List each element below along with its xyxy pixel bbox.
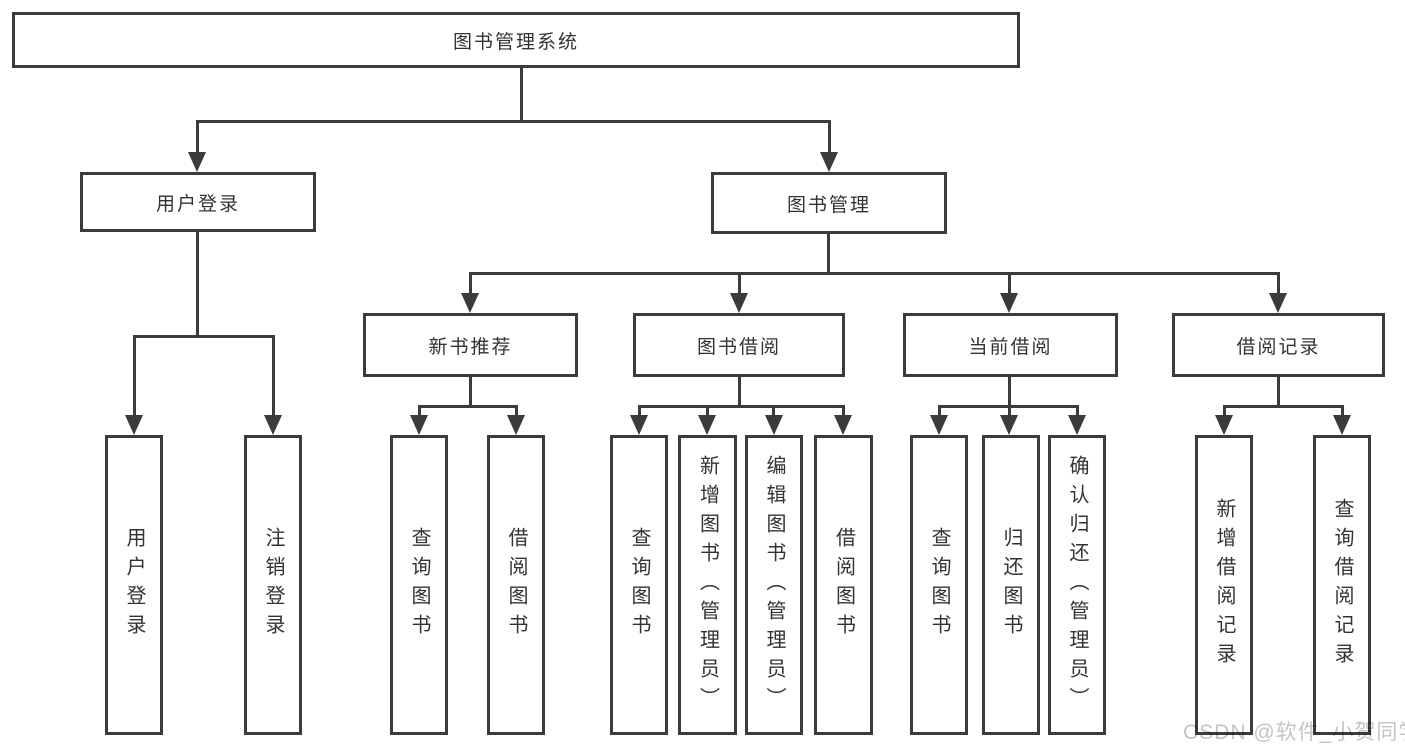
connector-drop-leaf bbox=[842, 405, 845, 420]
leaf-add-books-admin: 新增图书（管理员） bbox=[678, 435, 737, 735]
connector-drop-leaf bbox=[418, 405, 421, 420]
node-label: 用户登录 bbox=[155, 193, 240, 215]
arrow-down-icon bbox=[730, 293, 748, 313]
node-new-book-recommend: 新书推荐 bbox=[363, 313, 578, 377]
node-label: 编辑图书（管理员） bbox=[763, 454, 785, 716]
leaf-query-borrow-record: 查询借阅记录 bbox=[1313, 435, 1371, 735]
arrow-down-icon bbox=[630, 415, 648, 435]
connector-root-branch bbox=[196, 120, 830, 123]
node-label: 归还图书 bbox=[1000, 527, 1022, 643]
node-label: 当前借阅 bbox=[968, 336, 1053, 358]
connector-current-borrowing-stem bbox=[1008, 377, 1011, 405]
node-label: 新增图书（管理员） bbox=[696, 454, 719, 716]
node-borrowing-records: 借阅记录 bbox=[1172, 313, 1385, 377]
node-label: 确认归还（管理员） bbox=[1066, 454, 1088, 716]
leaf-add-borrow-record: 新增借阅记录 bbox=[1195, 435, 1253, 735]
connector-drop-leaf bbox=[1076, 405, 1079, 420]
connector-book-borrowing-branch bbox=[638, 405, 845, 408]
connector-drop-book-management bbox=[828, 120, 831, 156]
connector-book-management-stem bbox=[827, 234, 830, 272]
arrow-down-icon bbox=[410, 415, 428, 435]
node-label: 借阅图书 bbox=[505, 527, 527, 643]
node-book-management: 图书管理 bbox=[711, 172, 947, 234]
node-label: 借阅图书 bbox=[832, 527, 855, 643]
node-book-borrowing: 图书借阅 bbox=[633, 313, 845, 377]
connector-book-management-branch bbox=[469, 272, 1280, 275]
connector-drop-leaf bbox=[1008, 405, 1011, 420]
connector-drop-leaf bbox=[1223, 405, 1226, 420]
connector-drop-leaf bbox=[1341, 405, 1344, 420]
node-root-library-system: 图书管理系统 bbox=[12, 12, 1020, 68]
connector-drop-leaf bbox=[133, 335, 136, 418]
node-label: 图书管理系统 bbox=[452, 31, 579, 53]
connector-borrowing-records-stem bbox=[1277, 377, 1280, 405]
leaf-confirm-return-admin: 确认归还（管理员） bbox=[1048, 435, 1106, 735]
arrow-down-icon bbox=[507, 415, 525, 435]
arrow-down-icon bbox=[834, 415, 852, 435]
connector-drop-new-book bbox=[469, 272, 472, 297]
node-label: 查询图书 bbox=[928, 527, 950, 643]
connector-user-login-stem bbox=[196, 232, 199, 335]
connector-new-book-stem bbox=[469, 377, 472, 405]
node-label: 注销登录 bbox=[262, 527, 284, 643]
connector-borrowing-records-branch bbox=[1223, 405, 1343, 408]
node-label: 查询图书 bbox=[628, 527, 650, 643]
connector-drop-user-login bbox=[196, 120, 199, 156]
arrow-down-icon bbox=[125, 415, 143, 435]
leaf-borrow-books-recommend: 借阅图书 bbox=[487, 435, 545, 735]
node-label: 借阅记录 bbox=[1236, 336, 1321, 358]
connector-drop-borrowing-records bbox=[1277, 272, 1280, 297]
arrow-down-icon bbox=[1068, 415, 1086, 435]
arrow-down-icon bbox=[1215, 415, 1233, 435]
node-label: 用户登录 bbox=[123, 527, 145, 643]
node-label: 图书借阅 bbox=[696, 336, 781, 358]
connector-drop-leaf bbox=[938, 405, 941, 420]
connector-new-book-branch bbox=[418, 405, 518, 408]
connector-root-stem bbox=[520, 68, 523, 120]
leaf-query-books-borrowing: 查询图书 bbox=[610, 435, 668, 735]
arrow-down-icon bbox=[461, 293, 479, 313]
node-user-login: 用户登录 bbox=[80, 172, 316, 232]
node-current-borrowing: 当前借阅 bbox=[903, 313, 1118, 377]
leaf-logout: 注销登录 bbox=[244, 435, 302, 735]
arrow-down-icon bbox=[765, 415, 783, 435]
node-label: 新书推荐 bbox=[428, 336, 513, 358]
leaf-edit-books-admin: 编辑图书（管理员） bbox=[745, 435, 803, 735]
arrow-down-icon bbox=[930, 415, 948, 435]
connector-book-borrowing-stem bbox=[738, 377, 741, 405]
node-label: 查询借阅记录 bbox=[1331, 498, 1353, 672]
arrow-down-icon bbox=[1000, 415, 1018, 435]
arrow-down-icon bbox=[188, 152, 206, 172]
csdn-watermark: CSDN @软件_小贺同学 bbox=[1183, 721, 1405, 744]
arrow-down-icon bbox=[1269, 293, 1287, 313]
node-label: 查询图书 bbox=[408, 527, 430, 643]
arrow-down-icon bbox=[264, 415, 282, 435]
leaf-borrow-books-borrowing: 借阅图书 bbox=[814, 435, 873, 735]
leaf-query-books-current: 查询图书 bbox=[910, 435, 968, 735]
arrow-down-icon bbox=[820, 152, 838, 172]
connector-drop-current-borrowing bbox=[1008, 272, 1011, 297]
connector-drop-book-borrowing bbox=[738, 272, 741, 297]
arrow-down-icon bbox=[1333, 415, 1351, 435]
connector-user-login-branch bbox=[133, 335, 275, 338]
leaf-query-books-recommend: 查询图书 bbox=[390, 435, 448, 735]
connector-drop-leaf bbox=[515, 405, 518, 420]
connector-drop-leaf bbox=[772, 405, 775, 420]
leaf-user-login: 用户登录 bbox=[105, 435, 163, 735]
leaf-return-books: 归还图书 bbox=[982, 435, 1040, 735]
connector-drop-leaf bbox=[706, 405, 709, 420]
node-label: 新增借阅记录 bbox=[1213, 498, 1235, 672]
connector-drop-leaf bbox=[638, 405, 641, 420]
arrow-down-icon bbox=[1000, 293, 1018, 313]
connector-drop-leaf bbox=[272, 335, 275, 418]
arrow-down-icon bbox=[698, 415, 716, 435]
node-label: 图书管理 bbox=[786, 194, 871, 216]
